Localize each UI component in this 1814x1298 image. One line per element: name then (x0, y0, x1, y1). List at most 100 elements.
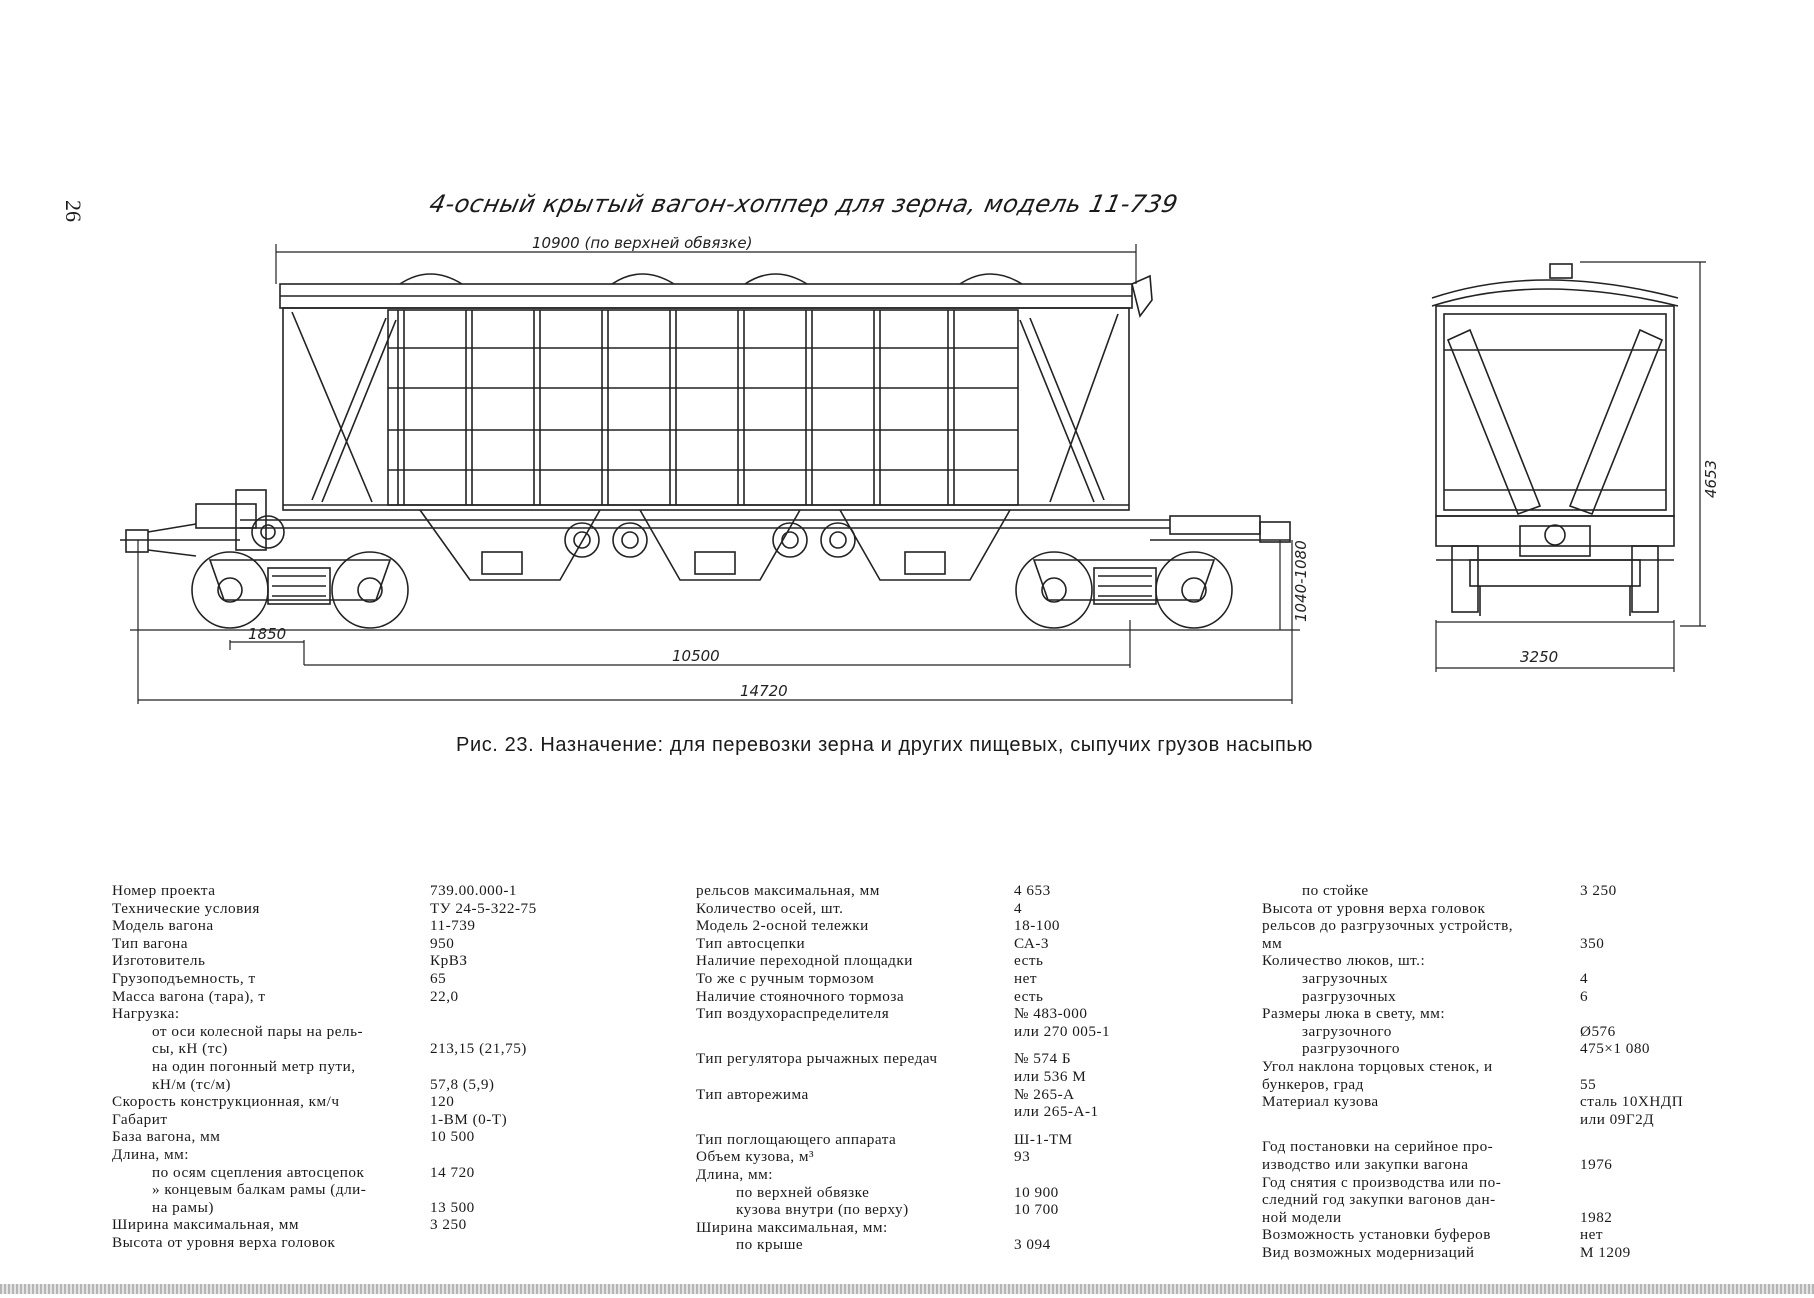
spec-label: рельсов до разгрузочных устройств, (1262, 917, 1514, 935)
spec-value: № 483-000 (1014, 1005, 1088, 1023)
spec-label: сы, кН (тс) (152, 1040, 228, 1058)
spec-label: Модель 2-осной тележки (696, 917, 869, 935)
body-stanchions (397, 310, 955, 505)
spec-row: или 09Г2Д (1262, 1111, 1730, 1129)
spec-value: 1-ВМ (0-Т) (430, 1110, 508, 1128)
spec-label: бункеров, град (1262, 1075, 1364, 1093)
spec-value: 213,15 (21,75) (430, 1040, 527, 1058)
spec-value: № 265-А (1014, 1085, 1075, 1103)
spec-label: Возможность установки буферов (1262, 1226, 1491, 1244)
spec-label (696, 1068, 1014, 1086)
spec-label: Угол наклона торцовых стенок, и (1262, 1057, 1493, 1075)
spec-value: 10 500 (430, 1128, 475, 1146)
spec-value: нет (1014, 969, 1038, 987)
spec-value (1580, 952, 1730, 970)
spec-label: Модель вагона (112, 917, 214, 935)
spec-row: кН/м (тс/м)57,8 (5,9) (112, 1076, 580, 1094)
spec-label: следний год закупки вагонов дан- (1262, 1191, 1496, 1209)
spec-value: 3 250 (1580, 882, 1617, 899)
spec-value: 14 720 (430, 1163, 475, 1181)
spec-label: Изготовитель (112, 952, 206, 970)
scan-edge (0, 1284, 1814, 1294)
spec-value: 1982 (1580, 1208, 1613, 1226)
spec-value: 18-100 (1014, 917, 1061, 935)
spec-value: есть (1014, 952, 1044, 970)
end-view (1431, 263, 1679, 623)
spec-value: 475×1 080 (1580, 1040, 1651, 1058)
spec-row: разгрузочных 6 (1262, 988, 1730, 1006)
spec-value (430, 1234, 580, 1252)
spec-row: от оси колесной пары на рель- (112, 1023, 580, 1041)
loading-hatches (399, 273, 1023, 285)
spec-label: Тип вагона (112, 934, 188, 952)
spec-value (430, 1146, 580, 1164)
spec-value: 22,0 (430, 987, 459, 1005)
spec-label: ной модели (1262, 1208, 1342, 1226)
spec-value: сталь 10ХНДП (1580, 1093, 1684, 1111)
spec-value: СА-3 (1014, 934, 1049, 952)
spec-label: на рамы) (152, 1198, 214, 1216)
spec-value (1014, 1219, 1164, 1237)
spec-row: Наличие стояночного тормоза есть (696, 988, 1164, 1006)
unloading-mechanism (251, 515, 856, 558)
spec-label: Тип воздухораспределителя (696, 1005, 890, 1023)
spec-value: 11-739 (430, 917, 476, 935)
spec-row: Нагрузка: (112, 1005, 580, 1023)
spec-value: 4 (1014, 899, 1023, 917)
spec-value (430, 1058, 580, 1076)
spec-value: или 536 М (1014, 1067, 1087, 1085)
spec-label: Номер проекта (112, 882, 216, 899)
spec-row: на рамы)13 500 (112, 1199, 580, 1217)
spec-value: 6 (1580, 987, 1589, 1005)
spec-label: загрузочных (1302, 969, 1389, 987)
left-bogie (191, 551, 409, 629)
dim-bogie-base: 1850 (248, 625, 286, 643)
spec-label: База вагона, мм (112, 1128, 221, 1146)
car-body (282, 307, 1130, 511)
spec-label: Тип автосцепки (696, 934, 806, 952)
spec-value (1014, 1166, 1164, 1184)
dim-coupler-height: 1040-1080 (1292, 540, 1310, 622)
spec-label: Размеры люка в свету, мм: (1262, 1005, 1446, 1023)
spec-row: следний год закупки вагонов дан- (1262, 1191, 1730, 1209)
spec-value (1580, 1005, 1730, 1023)
right-bogie (1015, 551, 1233, 629)
spec-label (696, 1023, 1014, 1041)
spec-label: изводство или закупки вагона (1262, 1155, 1469, 1173)
spec-label: Наличие стояночного тормоза (696, 987, 905, 1005)
spec-value: 120 (430, 1093, 455, 1111)
spec-label: Год снятия с производства или по- (1262, 1173, 1502, 1191)
spec-label: разгрузочного (1302, 1040, 1400, 1058)
spec-row: на один погонный метр пути, (112, 1058, 580, 1076)
spec-row: Количество люков, шт.: (1262, 952, 1730, 970)
spec-row: разгрузочного 475×1 080 (1262, 1040, 1730, 1058)
spec-label: Грузоподъемность, т (112, 969, 256, 987)
spec-row: Тип воздухораспределителя № 483-000 (696, 1005, 1164, 1023)
spec-gap (696, 1121, 1164, 1131)
dim-height: 4653 (1702, 460, 1720, 498)
spec-row: сы, кН (тс) 213,15 (21,75) (112, 1040, 580, 1058)
spec-value (430, 1023, 580, 1041)
spec-row: База вагона, мм 10 500 (112, 1128, 580, 1146)
hoppers (419, 509, 1011, 581)
spec-row: Год снятия с производства или по- (1262, 1174, 1730, 1192)
spec-value (1580, 1174, 1730, 1192)
spec-label: разгрузочных (1302, 987, 1397, 1005)
spec-value: есть (1014, 987, 1044, 1005)
